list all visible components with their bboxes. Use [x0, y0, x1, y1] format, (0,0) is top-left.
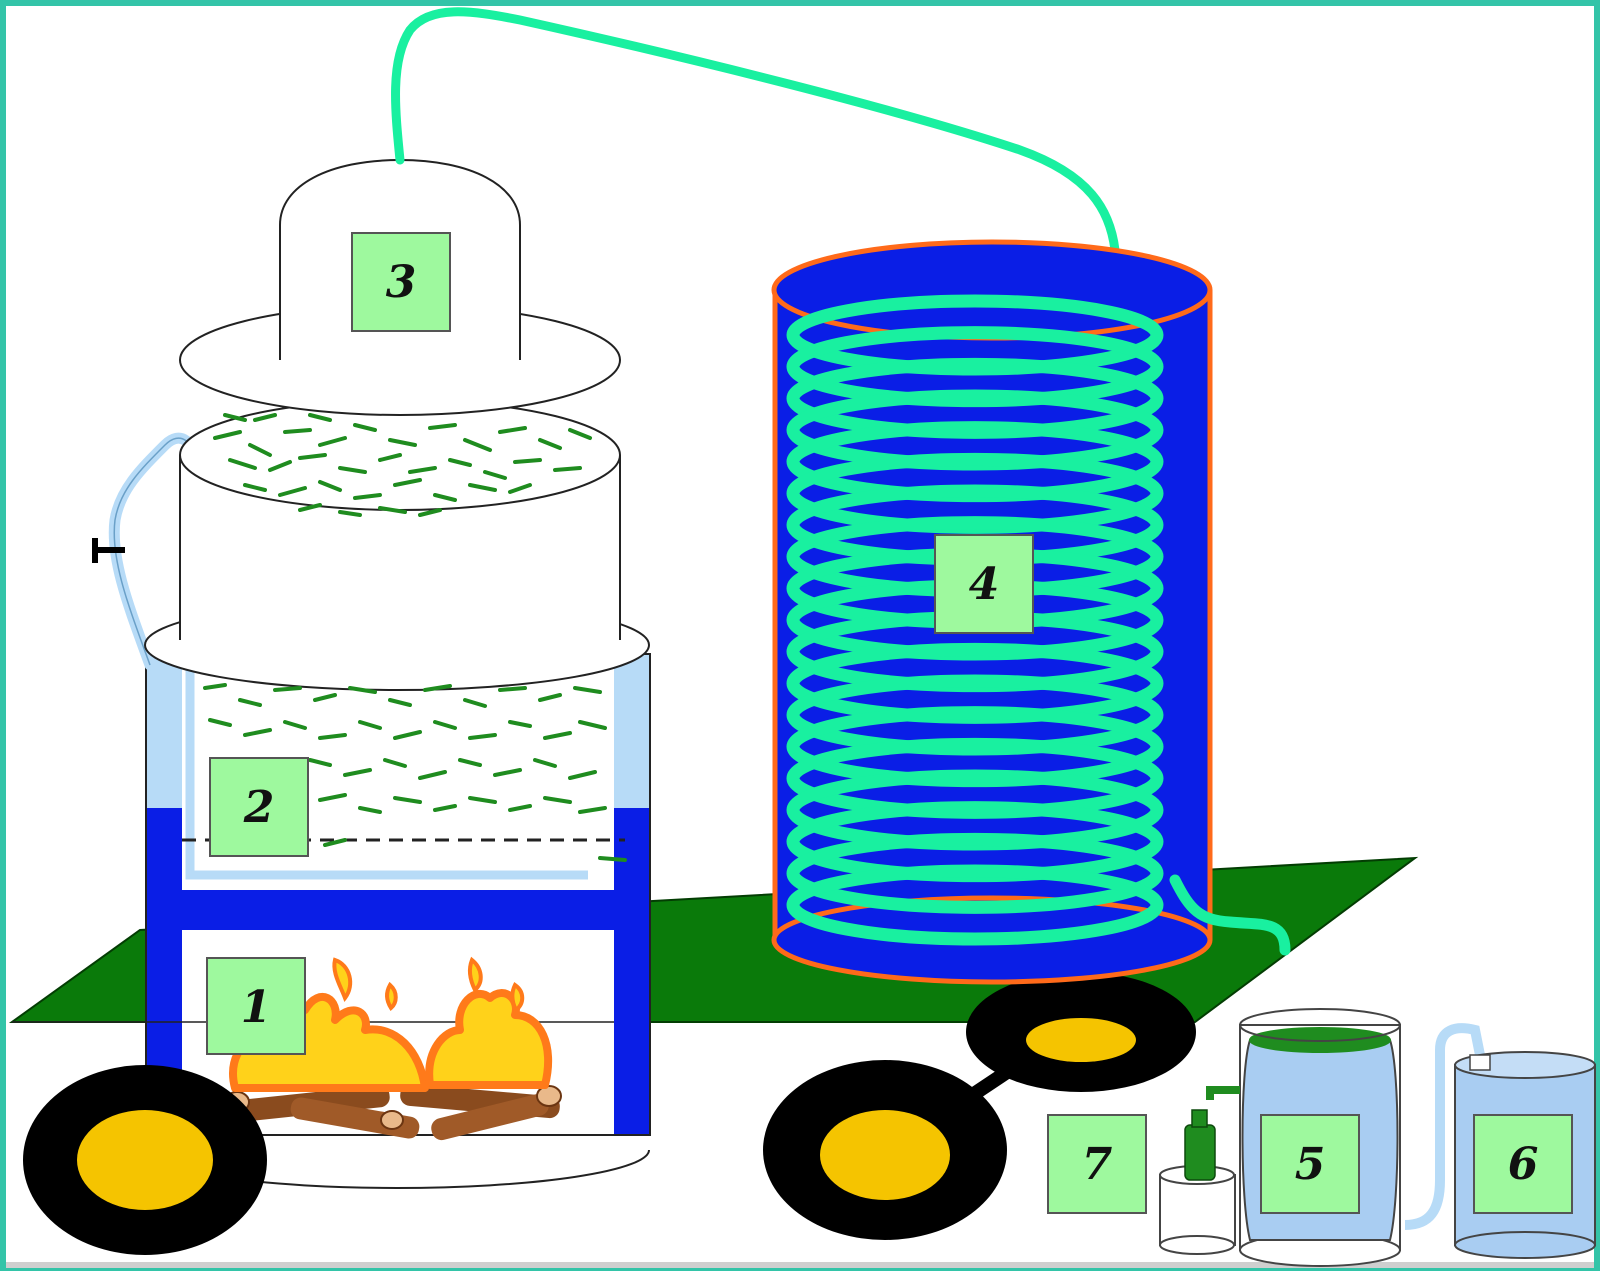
- front-wheel-right: [763, 1060, 1007, 1240]
- herb-material-top: [213, 413, 592, 517]
- still-head: [179, 158, 621, 416]
- firewood: [224, 1083, 562, 1141]
- herb-material-basket: [203, 683, 627, 862]
- label-box-5: 5: [1260, 1114, 1360, 1214]
- flame-tongue: [332, 957, 353, 1003]
- campfire: [224, 956, 562, 1141]
- flame-tongue: [467, 956, 483, 994]
- label-box-1: 1: [206, 957, 306, 1055]
- coil-loop: [786, 832, 1164, 914]
- flame-tongue: [510, 982, 525, 1014]
- label-6: 6: [1508, 1139, 1539, 1190]
- siphon-pipe: [1404, 1023, 1485, 1230]
- vapour-pipe: [391, 7, 1121, 330]
- condenser-outlet-pipe: [1169, 874, 1291, 956]
- flame-tongue: [385, 981, 398, 1012]
- valve-icon: [92, 538, 125, 563]
- label-box-3: 3: [351, 232, 451, 332]
- essential-oil-bottle: [1159, 1109, 1236, 1255]
- label-5: 5: [1295, 1139, 1326, 1190]
- ground-line: [6, 1262, 1594, 1268]
- coil-loop: [786, 864, 1164, 946]
- label-box-4: 4: [934, 534, 1034, 634]
- label-2: 2: [243, 782, 275, 833]
- herb-drum: [144, 399, 650, 691]
- label-3: 3: [386, 257, 417, 308]
- flame-right: [425, 989, 553, 1089]
- label-1: 1: [241, 982, 272, 1033]
- oil-tap: [1206, 1086, 1240, 1100]
- label-7: 7: [1082, 1139, 1113, 1190]
- label-box-2: 2: [209, 757, 309, 857]
- label-4: 4: [969, 559, 1000, 610]
- rear-wheel: [966, 972, 1196, 1092]
- front-wheel-left: [23, 1065, 267, 1255]
- label-box-7: 7: [1047, 1114, 1147, 1214]
- label-box-6: 6: [1473, 1114, 1573, 1214]
